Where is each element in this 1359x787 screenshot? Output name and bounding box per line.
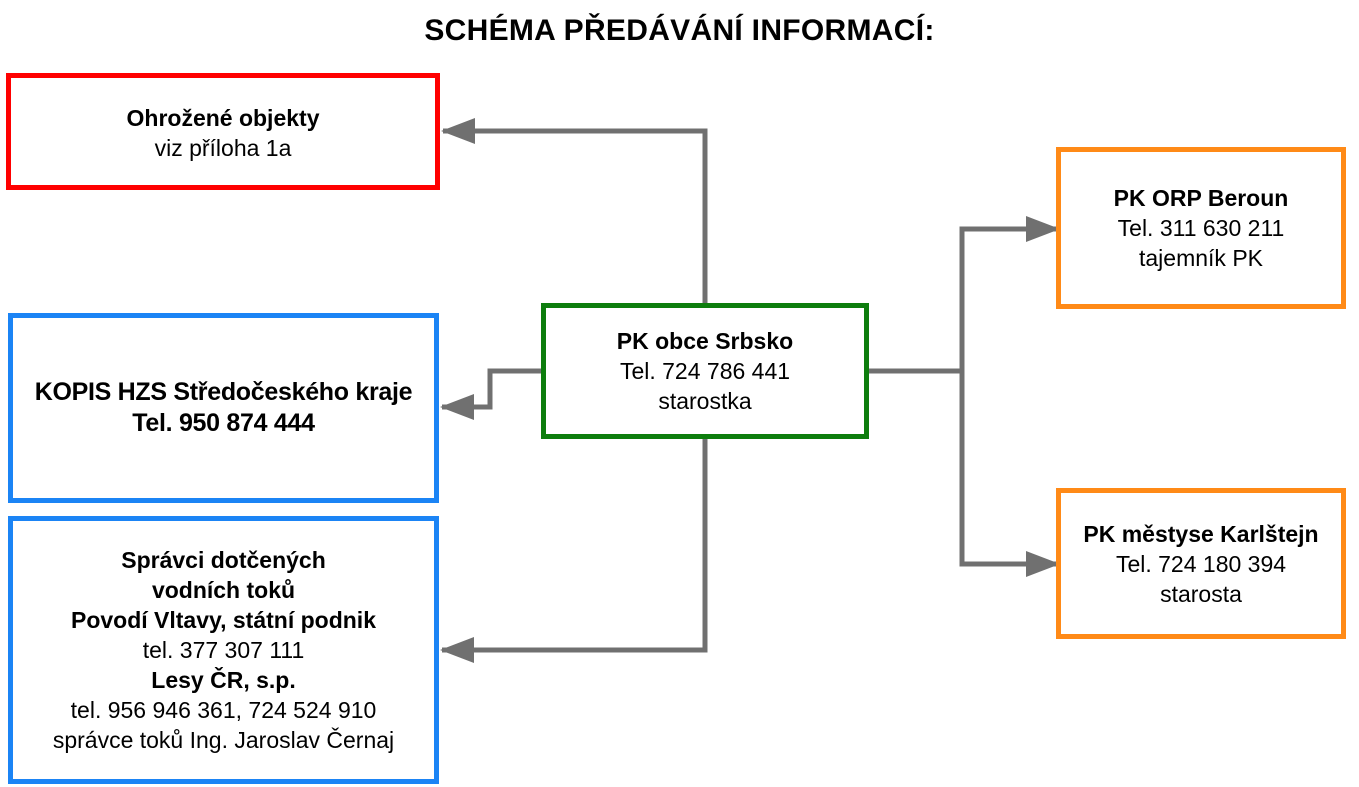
obec-phone: Tel. 724 786 441: [619, 358, 791, 384]
obec-role: starostka: [658, 388, 752, 414]
lesy-cr-phone: tel. 956 946 361, 724 524 910: [70, 697, 377, 723]
box-kopis-hzs: KOPIS HZS Středočeského kraje Tel. 950 8…: [8, 313, 439, 503]
lesy-cr-name: Lesy ČR, s.p.: [151, 667, 296, 693]
box-pk-orp-beroun: PK ORP Beroun Tel. 311 630 211 tajemník …: [1056, 147, 1346, 309]
arrow-to-ohrozene-objekty: [441, 118, 708, 303]
karlstejn-heading: PK městyse Karlštejn: [1083, 520, 1319, 547]
ohrozene-note: viz příloha 1a: [154, 135, 292, 161]
povodi-vltavy-name: Povodí Vltavy, státní podnik: [70, 607, 376, 633]
orp-role: tajemník PK: [1139, 245, 1263, 271]
orp-heading: PK ORP Beroun: [1113, 185, 1289, 211]
lesy-cr-contact: správce toků Ing. Jaroslav Černaj: [52, 727, 395, 753]
spravci-heading-2: vodních toků: [151, 577, 296, 603]
box-spravci-vodnich-toku: Správci dotčených vodních toků Povodí Vl…: [8, 516, 439, 784]
spravci-heading-1: Správci dotčených: [121, 547, 326, 573]
box-ohrozene-objekty: Ohrožené objekty viz příloha 1a: [6, 73, 440, 190]
kopis-heading: KOPIS HZS Středočeského kraje: [34, 378, 413, 406]
box-pk-obce-srbsko: PK obce Srbsko Tel. 724 786 441 starostk…: [541, 303, 869, 439]
arrow-to-spravci: [440, 439, 708, 663]
obec-heading: PK obce Srbsko: [616, 328, 794, 354]
diagram-title: SCHÉMA PŘEDÁVÁNÍ INFORMACÍ:: [424, 14, 935, 47]
arrow-to-orp-beroun: [959, 216, 1060, 371]
ohrozene-heading: Ohrožené objekty: [126, 105, 320, 131]
arrow-to-karlstejn: [959, 371, 1060, 577]
orp-phone: Tel. 311 630 211: [1117, 215, 1285, 241]
karlstejn-phone: Tel. 724 180 394: [1115, 550, 1287, 577]
povodi-vltavy-phone: tel. 377 307 111: [142, 637, 305, 663]
karlstejn-role: starosta: [1160, 580, 1242, 607]
kopis-phone: Tel. 950 874 444: [132, 409, 315, 437]
arrow-to-kopis: [440, 368, 541, 420]
box-pk-mestyse-karlstejn: PK městyse Karlštejn Tel. 724 180 394 st…: [1056, 488, 1346, 639]
